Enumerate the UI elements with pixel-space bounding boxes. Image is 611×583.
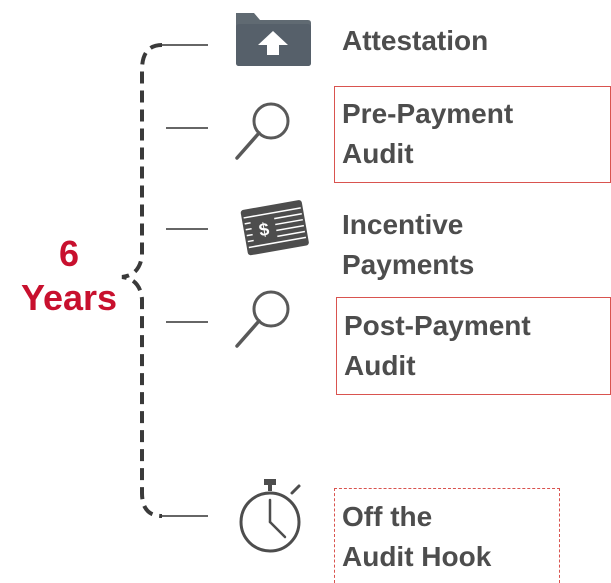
step-attestation: Attestation bbox=[342, 21, 488, 61]
duration-unit: Years bbox=[20, 277, 118, 318]
step-label: Audit bbox=[344, 350, 416, 381]
step-incentive-payments: Incentive Payments bbox=[342, 205, 474, 285]
folder-upload-icon bbox=[236, 13, 311, 66]
money-stack-icon: $ bbox=[240, 200, 309, 256]
step-off-the-audit-hook: Off the Audit Hook bbox=[342, 497, 491, 577]
step-label: Audit bbox=[342, 138, 414, 169]
duration-label: 6 Years bbox=[14, 232, 124, 320]
stopwatch-icon bbox=[239, 479, 301, 553]
step-label: Audit Hook bbox=[342, 541, 492, 572]
step-label: Payments bbox=[342, 249, 475, 280]
magnifying-glass-icon bbox=[235, 102, 290, 160]
step-label: Incentive bbox=[342, 209, 464, 240]
step-pre-payment-audit: Pre-Payment Audit bbox=[342, 94, 513, 174]
step-label: Off the bbox=[342, 501, 433, 532]
magnifying-glass-icon bbox=[235, 290, 290, 348]
step-post-payment-audit: Post-Payment Audit bbox=[344, 306, 531, 386]
svg-text:$: $ bbox=[257, 219, 270, 240]
duration-number: 6 bbox=[58, 233, 80, 274]
step-box-off-the-hook bbox=[334, 488, 560, 583]
timeline-bracket bbox=[121, 43, 163, 518]
step-label: Attestation bbox=[342, 25, 489, 56]
step-label: Post-Payment bbox=[344, 310, 531, 341]
step-label: Pre-Payment bbox=[342, 98, 514, 129]
